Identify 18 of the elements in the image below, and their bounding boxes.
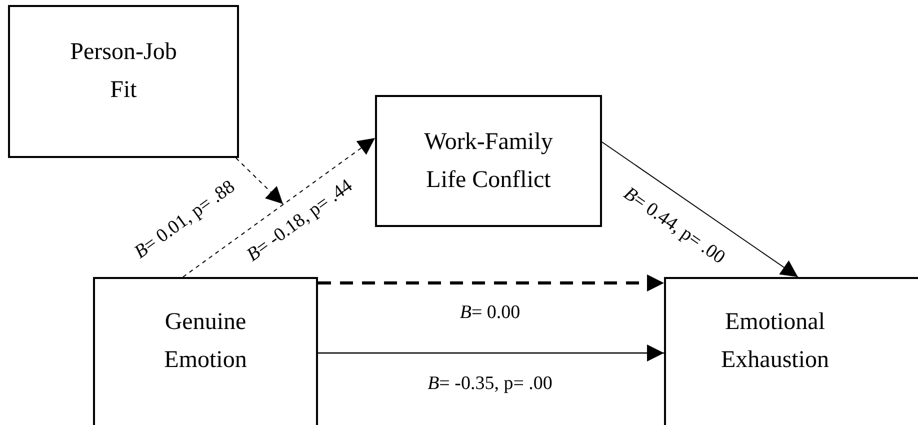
variable-name: Genuine Emotion [163, 308, 248, 375]
coefficient-label: B= 0.44, p= .00 [619, 183, 729, 269]
variable-box [93, 277, 318, 425]
arrow [602, 142, 798, 278]
variable-name: Person-Job Fit [69, 38, 178, 105]
arrow [318, 344, 664, 362]
dashed-arrow [182, 138, 376, 278]
coefficient-label: B= -0.18, p= .44 [243, 175, 357, 267]
variable-box [375, 95, 602, 227]
variable-box [664, 277, 918, 425]
dashed-arrow [318, 274, 664, 292]
dashed-arrow [236, 158, 284, 204]
variable-box [8, 5, 239, 158]
coefficient-label: B= 0.01, p= .88 [130, 176, 240, 264]
variable-name: Emotional Exhaustion [720, 308, 830, 375]
coefficient-label: B= 0.00 [460, 302, 520, 324]
variable-name: Work-Family Life Conflict [423, 128, 554, 195]
coefficient-label: B= -0.35, p= .00 [428, 373, 552, 395]
